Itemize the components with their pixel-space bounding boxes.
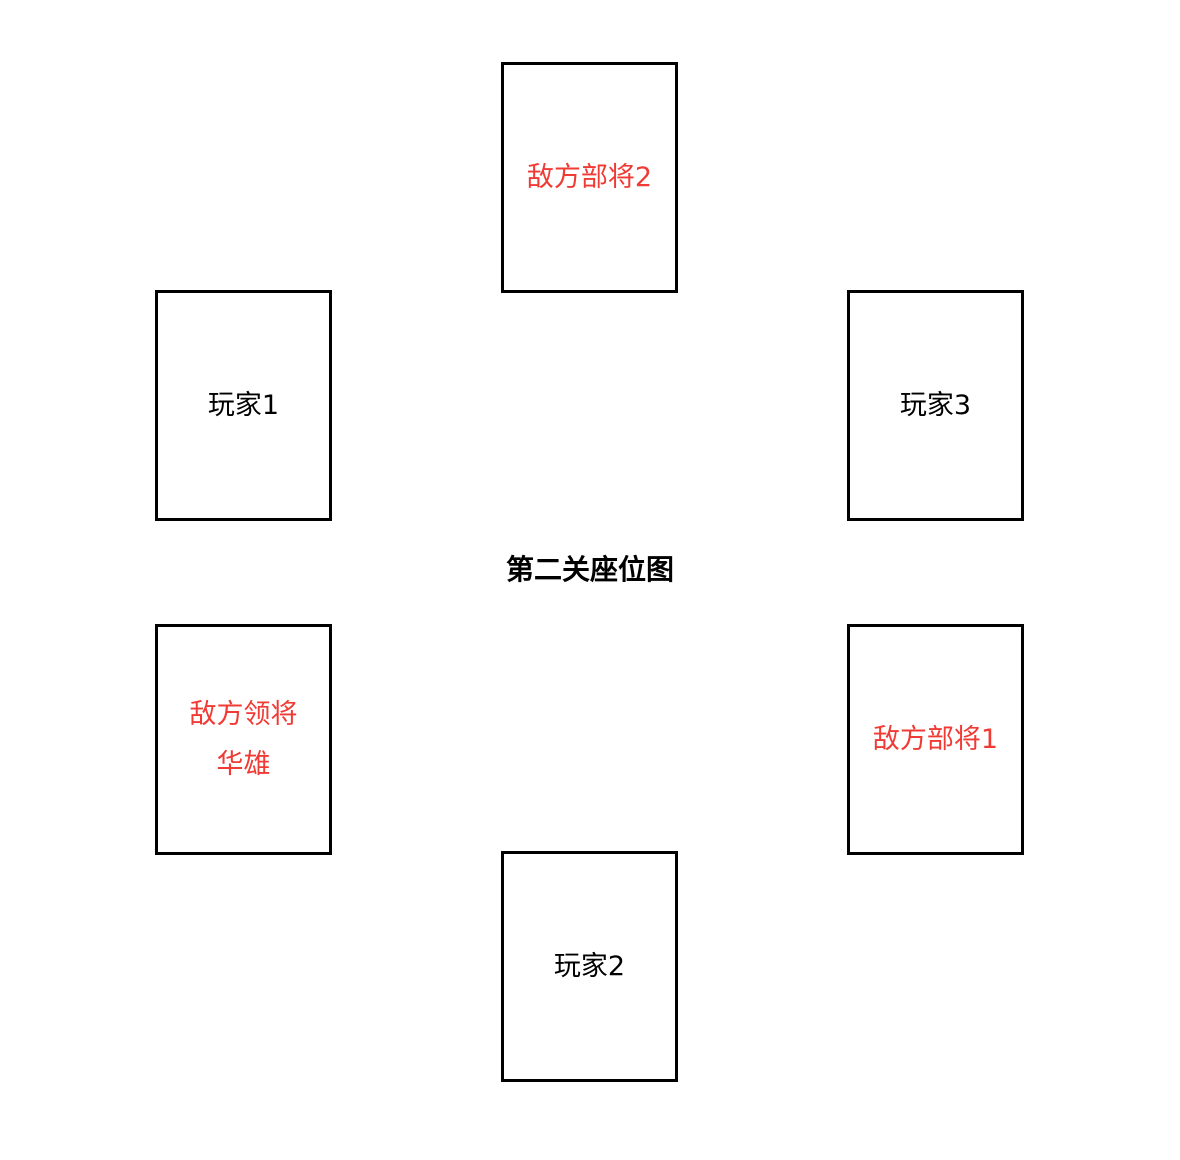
seat-label-line: 华雄: [216, 748, 271, 780]
seat-enemy-general-1: 敌方部将1: [847, 624, 1024, 855]
diagram-title: 第二关座位图: [505, 553, 674, 586]
seat-player-1: 玩家1: [155, 290, 332, 521]
seat-enemy-general-2: 敌方部将2: [501, 62, 678, 293]
seat-label-line: 敌方部将1: [872, 723, 999, 755]
seat-label-line: 玩家2: [553, 950, 626, 982]
seat-label: 敌方领将 华雄: [190, 690, 298, 790]
seat-label: 玩家3: [900, 381, 971, 431]
seat-label-line: 敌方部将2: [526, 161, 653, 193]
seat-label-line: 玩家1: [207, 389, 280, 421]
seat-player-3: 玩家3: [847, 290, 1024, 521]
seat-label: 敌方部将1: [873, 715, 998, 765]
seat-label: 玩家1: [208, 381, 279, 431]
seat-label-line: 敌方领将: [189, 698, 298, 730]
seat-player-2: 玩家2: [501, 851, 678, 1082]
seat-label-line: 玩家3: [899, 389, 972, 421]
seat-label: 玩家2: [554, 942, 625, 992]
seat-label: 敌方部将2: [527, 153, 652, 203]
seat-enemy-leader: 敌方领将 华雄: [155, 624, 332, 855]
